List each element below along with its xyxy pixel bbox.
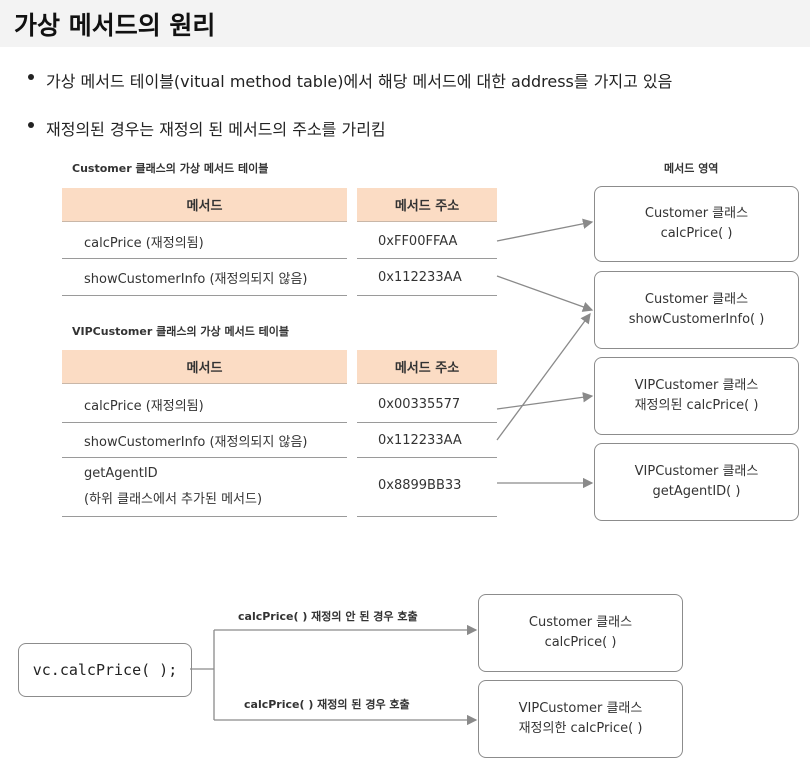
table-divider xyxy=(62,295,347,296)
box-method-label: calcPrice( ) xyxy=(660,226,733,241)
table-divider xyxy=(357,258,497,259)
box-class-label: Customer 클래스 xyxy=(528,615,633,630)
arrow-vip-showinfo xyxy=(496,312,591,441)
table-divider xyxy=(62,516,347,517)
box-class-label: VIPCustomer 클래스 xyxy=(634,464,759,479)
customer-row-method: showCustomerInfo (재정의되지 않음) xyxy=(84,271,308,287)
vip-row-method-note: (하위 클래스에서 추가된 메서드) xyxy=(84,491,263,507)
method-box-customer-calcprice: Customer 클래스 calcPrice( ) xyxy=(594,186,799,262)
method-box-vip-calcprice: VIPCustomer 클래스 재정의된 calcPrice( ) xyxy=(594,357,799,435)
vip-table-caption: VIPCustomer 클래스의 가상 메서드 테이블 xyxy=(72,325,290,338)
box-method-label: calcPrice( ) xyxy=(544,635,617,650)
table-divider xyxy=(357,457,497,458)
box-method-label: 재정의된 calcPrice( ) xyxy=(634,398,759,413)
call-box-customer: Customer 클래스 calcPrice( ) xyxy=(478,594,683,672)
method-box-customer-showinfo: Customer 클래스 showCustomerInfo( ) xyxy=(594,271,799,349)
table-divider xyxy=(357,422,497,423)
method-box-vip-getagentid: VIPCustomer 클래스 getAgentID( ) xyxy=(594,443,799,521)
bullet-text: 재정의된 경우는 재정의 된 메서드의 주소를 가리킴 xyxy=(46,120,386,139)
vip-table-header-address: 메서드 주소 xyxy=(357,350,497,384)
box-method-label: getAgentID( ) xyxy=(652,484,741,499)
table-divider xyxy=(357,295,497,296)
table-divider xyxy=(62,422,347,423)
table-divider xyxy=(62,457,347,458)
box-method-label: 재정의한 calcPrice( ) xyxy=(518,721,643,736)
title-bar xyxy=(0,0,810,47)
vip-row-address: 0x112233AA xyxy=(378,432,462,448)
table-divider xyxy=(62,258,347,259)
customer-row-address: 0xFF00FFAA xyxy=(378,233,458,249)
box-class-label: Customer 클래스 xyxy=(644,206,749,221)
vip-table-header-method: 메서드 xyxy=(62,350,347,384)
box-method-label: showCustomerInfo( ) xyxy=(628,312,765,327)
bullet-item: 재정의된 경우는 재정의 된 메서드의 주소를 가리킴 xyxy=(28,116,386,140)
call-label-not-overridden: calcPrice( ) 재정의 안 된 경우 호출 xyxy=(238,610,418,623)
vip-row-method: getAgentID xyxy=(84,465,158,481)
customer-row-method: calcPrice (재정의됨) xyxy=(84,235,204,251)
code-call-box: vc.calcPrice( ); xyxy=(18,643,192,697)
call-box-vip: VIPCustomer 클래스 재정의한 calcPrice( ) xyxy=(478,680,683,758)
vip-row-method: calcPrice (재정의됨) xyxy=(84,398,204,414)
arrow-customer-calcprice xyxy=(496,218,594,242)
box-class-label: VIPCustomer 클래스 xyxy=(518,701,643,716)
arrow-customer-showinfo xyxy=(496,275,594,312)
customer-table-header-address: 메서드 주소 xyxy=(357,188,497,222)
customer-table-header-method: 메서드 xyxy=(62,188,347,222)
vip-row-method: showCustomerInfo (재정의되지 않음) xyxy=(84,434,308,450)
method-area-caption: 메서드 영역 xyxy=(664,162,719,175)
vip-row-address: 0x00335577 xyxy=(378,396,461,412)
customer-table-caption: Customer 클래스의 가상 메서드 테이블 xyxy=(72,162,269,175)
bullet-dot-icon xyxy=(28,74,34,80)
bullet-text: 가상 메서드 테이블(vitual method table)에서 해당 메서드… xyxy=(46,72,673,91)
bullet-dot-icon xyxy=(28,122,34,128)
box-class-label: Customer 클래스 xyxy=(644,292,749,307)
table-divider xyxy=(357,516,497,517)
call-label-overridden: calcPrice( ) 재정의 된 경우 호출 xyxy=(244,698,410,711)
page-title: 가상 메서드의 원리 xyxy=(14,11,216,40)
customer-row-address: 0x112233AA xyxy=(378,269,462,285)
box-class-label: VIPCustomer 클래스 xyxy=(634,378,759,393)
bullet-item: 가상 메서드 테이블(vitual method table)에서 해당 메서드… xyxy=(28,68,672,92)
arrow-vip-calcprice xyxy=(496,392,594,410)
vip-row-address: 0x8899BB33 xyxy=(378,477,462,493)
